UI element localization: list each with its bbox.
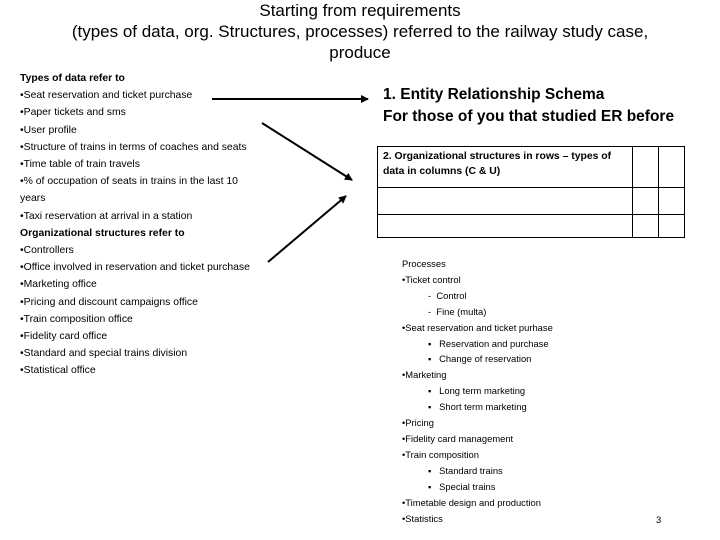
processes-list: Processes Ticket controlControlFine (mul… [402, 256, 702, 526]
er-schema-note: For those of you that studied ER before [383, 108, 675, 125]
org-structure-item: •Fidelity card office [20, 331, 108, 343]
matrix-cell [632, 146, 659, 188]
processes-heading: Processes [402, 258, 446, 269]
slide-title: Starting from requirements (types of dat… [0, 0, 720, 63]
org-structure-matrix: 2. Organizational structures in rows – t… [377, 146, 685, 238]
matrix-cell [377, 187, 633, 215]
org-structure-item: •Pricing and discount campaigns office [20, 296, 198, 308]
org-structure-item: •Marketing office [20, 279, 97, 291]
data-type-item: •Taxi reservation at arrival in a statio… [20, 210, 193, 222]
title-line: produce [329, 43, 391, 62]
er-schema-heading: 1. Entity Relationship Schema For those … [383, 84, 718, 128]
matrix-cell [658, 214, 685, 238]
process-item: Marketing [402, 367, 702, 383]
data-type-item: •Seat reservation and ticket purchase [20, 90, 193, 102]
process-subitem: Fine (multa) [402, 304, 702, 320]
matrix-cell [377, 214, 633, 238]
org-structures-heading: Organizational structures refer to [20, 227, 185, 239]
org-structure-item: •Standard and special trains division [20, 348, 188, 360]
matrix-cell [658, 146, 685, 188]
arrow-from-org-structures [267, 195, 347, 263]
process-subitem: Standard trains [402, 463, 702, 479]
page-number: 3 [656, 514, 662, 525]
process-subitem: Reservation and purchase [402, 336, 702, 352]
matrix-label: 2. Organizational structures in rows – t… [377, 146, 633, 188]
arrow-to-org-table [261, 122, 353, 181]
process-subitem: Control [402, 288, 702, 304]
data-type-item: •Paper tickets and sms [20, 107, 126, 119]
process-item: Fidelity card management [402, 431, 702, 447]
org-structure-item: •Train composition office [20, 313, 133, 325]
requirements-list: Types of data refer to •Seat reservation… [20, 70, 290, 380]
data-type-item: •% of occupation of seats in trains in t… [20, 176, 238, 205]
data-types-heading: Types of data refer to [20, 73, 125, 84]
data-type-item: •Time table of train travels [20, 159, 140, 171]
data-type-item: •Structure of trains in terms of coaches… [20, 141, 247, 153]
org-structure-item: •Statistical office [20, 365, 96, 377]
process-subitem: Change of reservation [402, 351, 702, 367]
matrix-cell [632, 214, 659, 238]
process-subitem: Long term marketing [402, 383, 702, 399]
process-item: Statistics [402, 511, 702, 527]
org-structure-item: •Office involved in reservation and tick… [20, 262, 250, 274]
title-line: (types of data, org. Structures, process… [71, 22, 649, 41]
process-item: Pricing [402, 415, 702, 431]
process-item: Ticket control [402, 272, 702, 288]
process-item: Train composition [402, 447, 702, 463]
process-item: Seat reservation and ticket purhase [402, 320, 702, 336]
process-item: Timetable design and production [402, 495, 702, 511]
er-schema-line: 1. Entity Relationship Schema [383, 86, 605, 103]
org-structure-item: •Controllers [20, 245, 74, 257]
data-type-item: •User profile [20, 124, 77, 136]
matrix-cell [658, 187, 685, 215]
title-line: Starting from requirements [259, 1, 461, 20]
process-subitem: Special trains [402, 479, 702, 495]
process-subitem: Short term marketing [402, 399, 702, 415]
matrix-cell [632, 187, 659, 215]
